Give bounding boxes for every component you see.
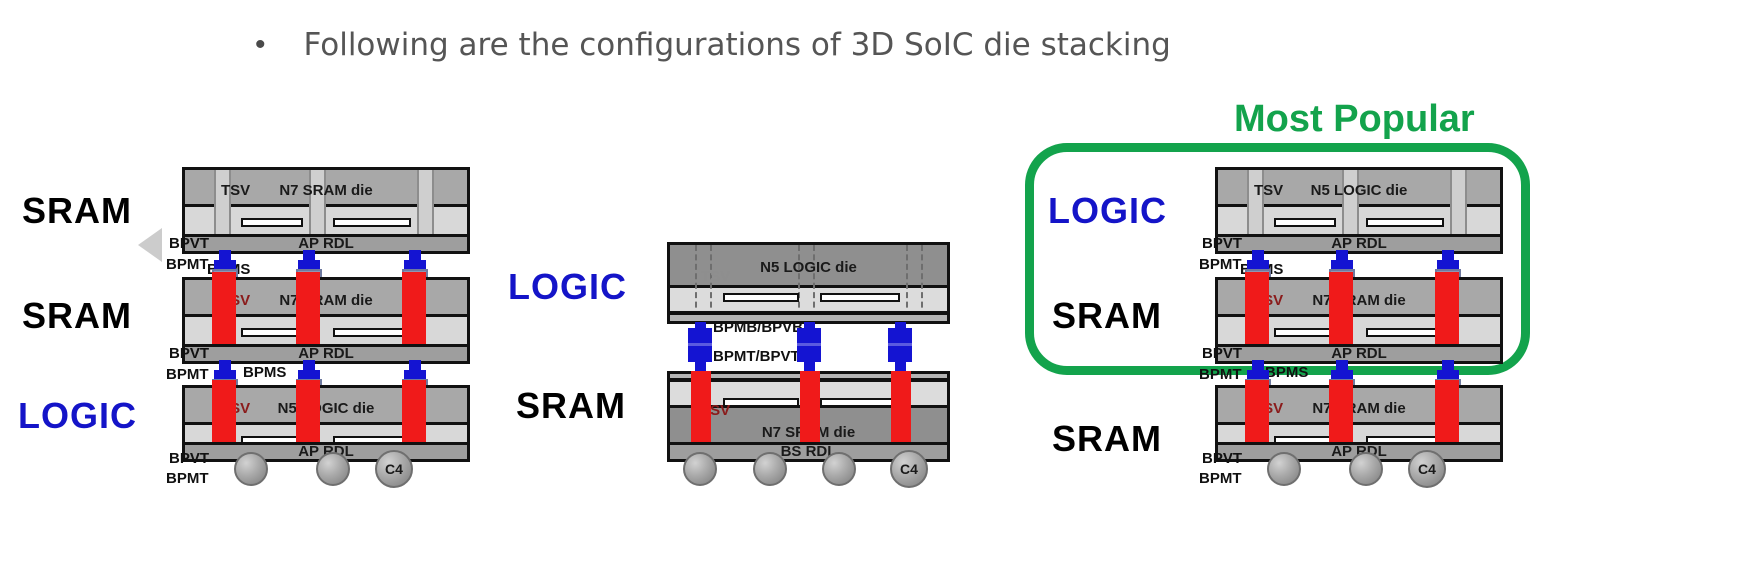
tsv-column	[798, 245, 815, 311]
pointer-triangle-icon	[138, 228, 162, 262]
stack-middle-label-0: LOGIC	[508, 266, 627, 307]
bullet-point: •	[255, 28, 266, 61]
tsv-red-column	[1329, 272, 1353, 350]
stack-right-label-2: SRAM	[1052, 418, 1162, 459]
stack-middle-die-0: TSV N5 LOGIC die	[667, 242, 950, 314]
bond-bump-f2f	[797, 322, 821, 373]
stack-left-die-0: TSV N7 SRAM die	[182, 167, 470, 237]
most-popular-highlight-box	[1025, 143, 1530, 375]
stack-middle-bs-rdl: BS RDL	[667, 442, 950, 462]
bond-bump-f2f	[888, 322, 912, 373]
bpmt-label-r1: BPMT	[1199, 366, 1242, 383]
c4-label: C4	[900, 461, 918, 477]
bpmt-label-l1: BPMT	[166, 366, 209, 383]
c4-bump	[753, 452, 787, 486]
c4-bump-labeled: C4	[375, 450, 413, 488]
bpms-label-r1: BPMS	[1265, 364, 1309, 381]
c4-bump	[822, 452, 856, 486]
c4-bump-labeled: C4	[890, 450, 928, 488]
bpvt-label-r2: BPVT	[1202, 450, 1243, 467]
bpms-label-l1: BPMS	[243, 364, 287, 381]
tsv-column	[417, 170, 434, 234]
stack-left-label-2: LOGIC	[18, 395, 137, 436]
tsv-red-column	[891, 371, 911, 457]
metal-pad	[241, 328, 303, 337]
stack-right-label-0: LOGIC	[1048, 190, 1167, 231]
stack-left-label-0: SRAM	[22, 190, 132, 231]
bpmb-bpvb-label: BPMB/BPVB	[713, 319, 804, 336]
metal-pad	[723, 398, 799, 407]
c4-bump	[1349, 452, 1383, 486]
c4-bump	[683, 452, 717, 486]
rdl-label: AP RDL	[298, 345, 354, 363]
stack-right-rdl-1: AP RDL	[1215, 344, 1503, 364]
rdl-label: BS RDL	[780, 443, 837, 461]
tsv-red-column	[402, 272, 426, 350]
bpmt-label-l2: BPMT	[166, 470, 209, 487]
stack-middle-label-1: SRAM	[516, 385, 626, 426]
tsv-red-column	[691, 371, 711, 457]
metal-pad	[333, 218, 411, 227]
tsv-column	[214, 170, 231, 234]
rdl-label: AP RDL	[298, 235, 354, 253]
bpmt-bpvt-label: BPMT/BPVT	[713, 348, 800, 365]
metal-pad	[723, 293, 799, 302]
bond-bump-f2f	[688, 322, 712, 373]
bpmt-label-r0: BPMT	[1199, 256, 1242, 273]
metal-pad	[241, 218, 303, 227]
rdl-label: AP RDL	[1331, 345, 1387, 363]
c4-bump	[316, 452, 350, 486]
tsv-column	[695, 245, 712, 311]
tsv-red-column	[1245, 272, 1269, 350]
slide-header: • Following are the configurations of 3D…	[255, 22, 1171, 68]
stack-left-rdl-0: AP RDL	[182, 234, 470, 254]
metal-pad	[820, 293, 900, 302]
c4-label: C4	[1418, 461, 1436, 477]
stack-right-rdl-0: AP RDL	[1215, 234, 1503, 254]
tsv-column	[309, 170, 326, 234]
c4-bump	[234, 452, 268, 486]
metal-pad	[1274, 328, 1336, 337]
bpvt-label-r0: BPVT	[1202, 235, 1243, 252]
tsv-red-column	[1435, 272, 1459, 350]
metal-pad	[333, 328, 411, 337]
tsv-red-column	[296, 272, 320, 350]
page-title: Following are the configurations of 3D S…	[303, 27, 1171, 63]
tsv-column	[1247, 170, 1264, 234]
bpvt-label-l0: BPVT	[169, 235, 210, 252]
c4-bump-labeled: C4	[1408, 450, 1446, 488]
bpvt-label-r1: BPVT	[1202, 345, 1243, 362]
stack-right-label-1: SRAM	[1052, 295, 1162, 336]
metal-pad	[1274, 218, 1336, 227]
stack-right-die-0: TSV N5 LOGIC die	[1215, 167, 1503, 237]
metal-pad	[820, 398, 900, 407]
tsv-column	[906, 245, 923, 311]
tsv-column	[1342, 170, 1359, 234]
bpmt-label-r2: BPMT	[1199, 470, 1242, 487]
most-popular-label: Most Popular	[1234, 98, 1475, 140]
tsv-column	[1450, 170, 1467, 234]
die-beol	[670, 285, 947, 311]
stack-left-rdl-1: AP RDL	[182, 344, 470, 364]
bpvt-label-l1: BPVT	[169, 345, 210, 362]
stack-left-label-1: SRAM	[22, 295, 132, 336]
c4-label: C4	[385, 461, 403, 477]
bpvt-label-l2: BPVT	[169, 450, 210, 467]
tsv-red-column	[800, 371, 820, 457]
rdl-label: AP RDL	[1331, 235, 1387, 253]
die-bulk	[670, 245, 947, 291]
bpmt-label-l0: BPMT	[166, 256, 209, 273]
metal-pad	[1366, 218, 1444, 227]
tsv-red-column	[212, 272, 236, 350]
c4-bump	[1267, 452, 1301, 486]
metal-pad	[1366, 328, 1444, 337]
